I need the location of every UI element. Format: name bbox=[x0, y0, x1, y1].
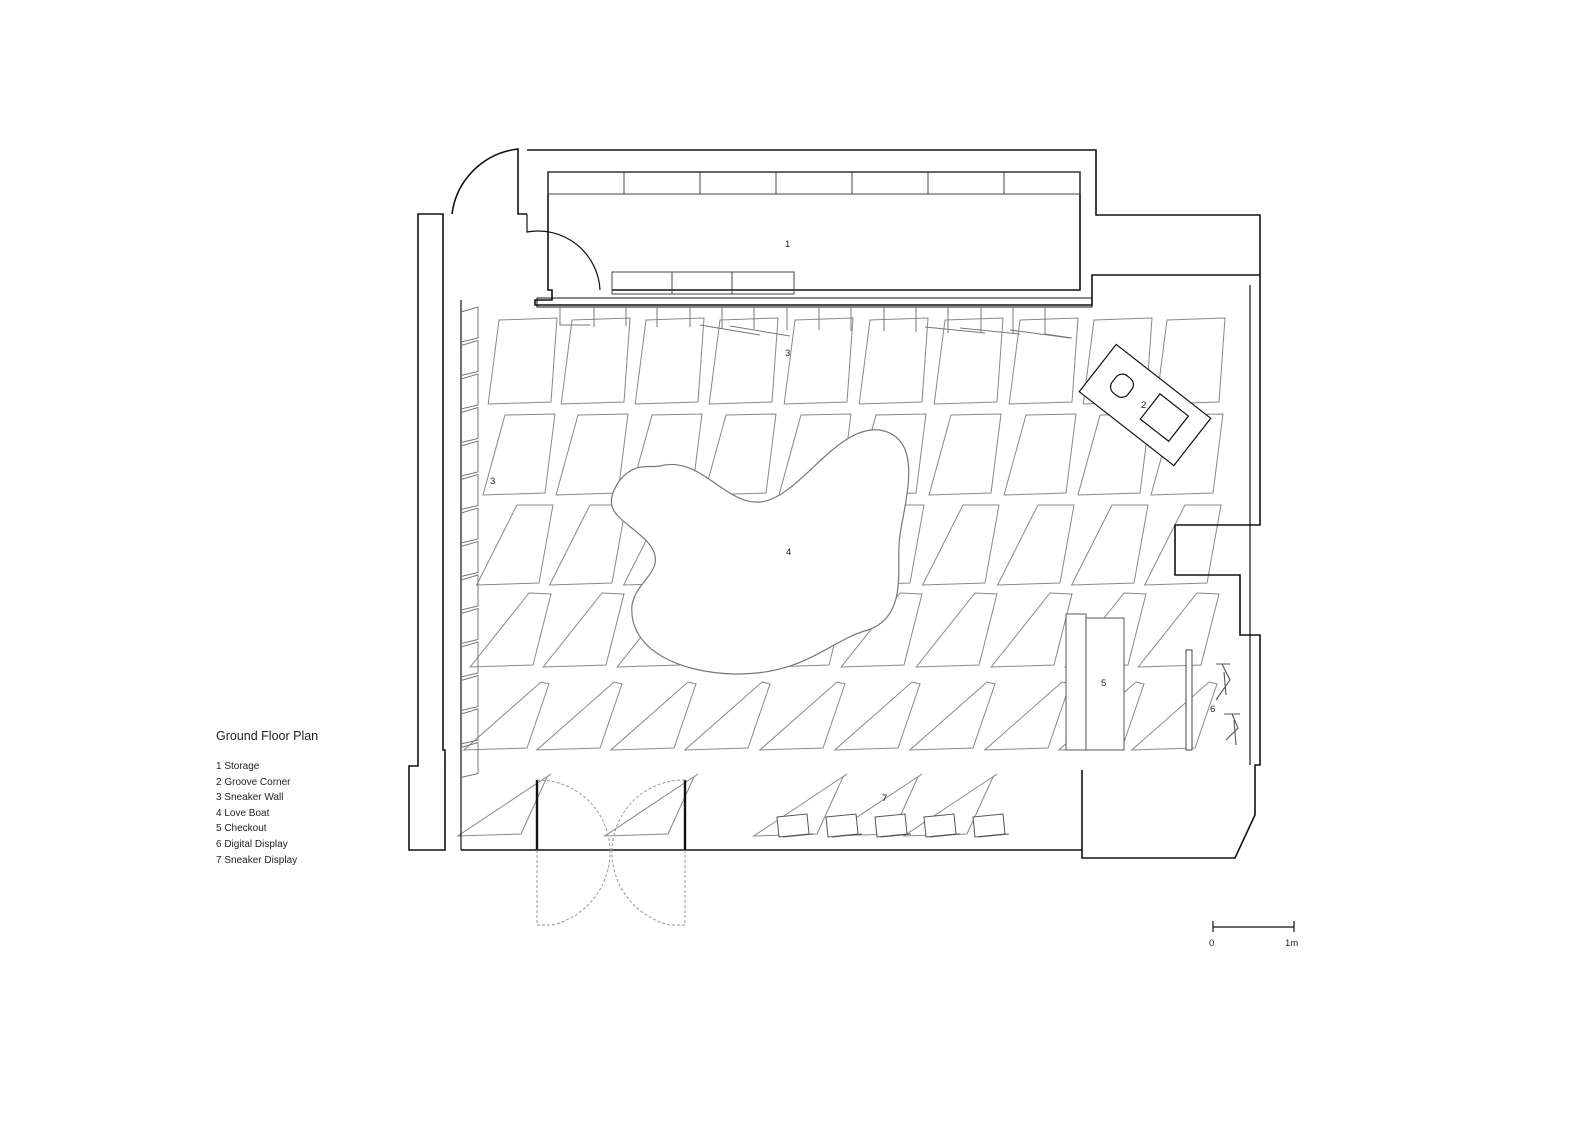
legend-item-groove-corner: 2 Groove Corner bbox=[216, 776, 291, 788]
left-wall-slat bbox=[460, 373, 479, 410]
floor-tile bbox=[1137, 592, 1220, 668]
floor-tile bbox=[1143, 504, 1222, 586]
left-wall bbox=[408, 213, 446, 851]
left-wall-slat bbox=[460, 473, 479, 510]
floor-tile bbox=[683, 681, 771, 751]
legend-item-sneaker-display: 7 Sneaker Display bbox=[216, 854, 298, 866]
floor-tile bbox=[609, 681, 697, 751]
floor-tile bbox=[482, 413, 556, 496]
sneaker-display-bench bbox=[923, 813, 961, 838]
floor-tile bbox=[535, 681, 623, 751]
left-wall-slat bbox=[460, 607, 479, 644]
sneaker-display-bench bbox=[874, 813, 912, 838]
legend-item-love-boat: 4 Love Boat bbox=[216, 807, 270, 819]
floor-tile bbox=[703, 413, 777, 496]
sneaker-display-bench bbox=[972, 813, 1010, 838]
floor-tile bbox=[783, 317, 854, 405]
front-door-swings bbox=[536, 779, 686, 926]
scale-label-start: 0 bbox=[1209, 938, 1215, 949]
label-sneaker-wall-top: 3 bbox=[785, 348, 790, 359]
label-sneaker-display: 7 bbox=[882, 793, 887, 804]
legend-item-digital-display: 6 Digital Display bbox=[216, 838, 288, 850]
legend-title: Ground Floor Plan bbox=[216, 729, 319, 743]
floor-tile bbox=[469, 592, 552, 668]
scale-label-end: 1m bbox=[1285, 938, 1299, 949]
floor-tile bbox=[996, 504, 1075, 586]
love-boat-island bbox=[610, 429, 910, 675]
left-wall-slat bbox=[460, 406, 479, 443]
sneaker-display-bench bbox=[776, 813, 814, 838]
label-checkout: 5 bbox=[1101, 678, 1106, 689]
left-wall-slat bbox=[460, 339, 479, 376]
label-sneaker-wall-left: 3 bbox=[490, 476, 495, 487]
floor-tile bbox=[456, 773, 552, 837]
floor-tile bbox=[921, 504, 1000, 586]
label-groove-corner: 2 bbox=[1141, 400, 1146, 411]
floor-tile bbox=[1130, 681, 1218, 751]
groove-corner-table bbox=[1078, 343, 1212, 467]
floor-tile bbox=[858, 317, 929, 405]
legend-item-storage: 1 Storage bbox=[216, 761, 260, 772]
storage-room-outline bbox=[527, 149, 1261, 306]
storage-door-swing bbox=[526, 214, 601, 291]
label-digital-display: 6 bbox=[1210, 704, 1215, 715]
left-wall-slat bbox=[460, 741, 479, 778]
label-love-boat: 4 bbox=[786, 547, 791, 558]
label-storage: 1 bbox=[785, 239, 790, 250]
floor-tile bbox=[928, 413, 1002, 496]
left-wall-slat bbox=[460, 708, 479, 745]
left-sneaker-wall-slats bbox=[460, 306, 479, 778]
left-wall-slat bbox=[460, 507, 479, 544]
floor-tile bbox=[560, 317, 631, 405]
left-wall-slat bbox=[460, 540, 479, 577]
legend-item-sneaker-wall: 3 Sneaker Wall bbox=[216, 792, 284, 804]
floor-tile bbox=[908, 681, 996, 751]
left-wall-slat bbox=[460, 574, 479, 611]
floor-tile bbox=[555, 413, 629, 496]
legend: Ground Floor Plan 1 Storage 2 Groove Cor… bbox=[216, 729, 318, 868]
floor-tile bbox=[833, 681, 921, 751]
floor-tile bbox=[1070, 504, 1149, 586]
floor-tile bbox=[603, 773, 699, 837]
sneaker-display-bench bbox=[825, 813, 863, 838]
left-wall-slat bbox=[460, 306, 479, 343]
top-curved-door bbox=[451, 148, 527, 215]
floor-tile bbox=[902, 773, 998, 837]
floor-tile bbox=[634, 317, 705, 405]
storage-shelving bbox=[536, 171, 1093, 308]
top-sneaker-wall-slats bbox=[559, 307, 1073, 339]
sneaker-display-benches bbox=[776, 813, 1010, 838]
floor-tile bbox=[758, 681, 846, 751]
floor-tile bbox=[542, 592, 625, 668]
checkout-counter bbox=[1065, 613, 1125, 751]
right-wall bbox=[1081, 275, 1261, 859]
floor-tile bbox=[983, 681, 1071, 751]
floor-tile bbox=[1008, 317, 1079, 405]
left-wall-slat bbox=[460, 440, 479, 477]
floor-tile bbox=[475, 504, 554, 586]
floor-tile bbox=[462, 681, 550, 751]
floor-tile bbox=[990, 592, 1073, 668]
legend-item-checkout: 5 Checkout bbox=[216, 823, 267, 835]
floor-tile bbox=[487, 317, 558, 405]
floor-tile bbox=[840, 592, 923, 668]
floor-tile bbox=[1155, 317, 1226, 405]
floor-tile bbox=[915, 592, 998, 668]
left-wall-slat bbox=[460, 674, 479, 711]
floor-tile bbox=[752, 773, 848, 837]
floor-tile bbox=[1003, 413, 1077, 496]
floor-tile bbox=[708, 317, 779, 405]
digital-display bbox=[1185, 649, 1240, 751]
floor-tile bbox=[933, 317, 1004, 405]
left-wall-slat bbox=[460, 641, 479, 678]
scale-bar bbox=[1212, 921, 1295, 932]
floor-tile bbox=[548, 504, 627, 586]
